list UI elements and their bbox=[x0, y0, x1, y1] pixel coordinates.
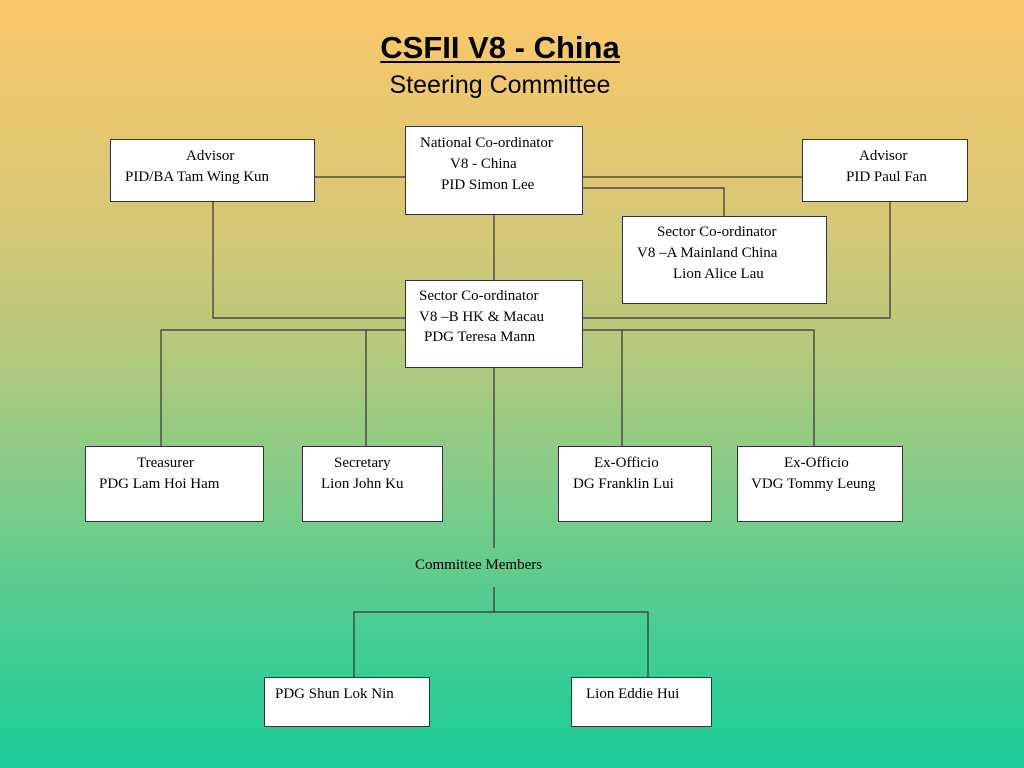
node-exofficio-1: Ex-Officio DG Franklin Lui bbox=[558, 446, 712, 522]
node-person: PDG Shun Lok Nin bbox=[275, 686, 394, 702]
node-person: PID/BA Tam Wing Kun bbox=[125, 169, 270, 185]
node-region: V8 - China bbox=[450, 156, 517, 172]
connector-advisor-left-sector-b bbox=[212, 202, 405, 319]
node-person: Lion John Ku bbox=[321, 476, 404, 492]
node-role: Advisor bbox=[186, 148, 235, 164]
node-exofficio-2: Ex-Officio VDG Tommy Leung bbox=[737, 446, 903, 522]
node-national-coordinator: National Co-ordinator V8 - China PID Sim… bbox=[405, 126, 583, 215]
node-person: PDG Lam Hoi Ham bbox=[99, 476, 220, 492]
node-advisor-right: Advisor PID Paul Fan bbox=[802, 139, 968, 202]
connector-sector-a bbox=[583, 187, 725, 216]
node-person: DG Franklin Lui bbox=[573, 476, 674, 492]
node-advisor-left: Advisor PID/BA Tam Wing Kun bbox=[110, 139, 315, 202]
connector-members-branch bbox=[353, 611, 649, 677]
node-person: Lion Eddie Hui bbox=[586, 686, 680, 702]
node-role: Sector Co-ordinator bbox=[419, 288, 539, 304]
node-role: National Co-ordinator bbox=[420, 135, 553, 151]
node-role: Ex-Officio bbox=[594, 455, 659, 471]
connector-advisor-right-sector-b bbox=[583, 202, 891, 319]
node-sector-a: Sector Co-ordinator V8 –A Mainland China… bbox=[622, 216, 827, 304]
node-sector-b: Sector Co-ordinator V8 –B HK & Macau PDG… bbox=[405, 280, 583, 368]
node-role: Advisor bbox=[859, 148, 908, 164]
node-role: Treasurer bbox=[137, 455, 194, 471]
node-member-1: PDG Shun Lok Nin bbox=[264, 677, 430, 727]
node-person: VDG Tommy Leung bbox=[751, 476, 876, 492]
connector-exofficio-2 bbox=[583, 329, 815, 446]
node-role: Secretary bbox=[334, 455, 391, 471]
slide-title: CSFII V8 - China bbox=[380, 30, 620, 65]
node-person: PID Simon Lee bbox=[441, 177, 535, 193]
node-region: V8 –A Mainland China bbox=[637, 245, 778, 261]
node-person: PID Paul Fan bbox=[846, 169, 927, 185]
connector-treasurer bbox=[160, 329, 405, 446]
node-member-2: Lion Eddie Hui bbox=[571, 677, 712, 727]
node-person: PDG Teresa Mann bbox=[424, 329, 536, 345]
node-treasurer: Treasurer PDG Lam Hoi Ham bbox=[85, 446, 264, 522]
slide-subtitle: Steering Committee bbox=[389, 71, 611, 99]
node-region: V8 –B HK & Macau bbox=[419, 309, 544, 325]
node-role: Ex-Officio bbox=[784, 455, 849, 471]
committee-members-label: Committee Members bbox=[415, 557, 543, 573]
node-secretary: Secretary Lion John Ku bbox=[302, 446, 443, 522]
node-person: Lion Alice Lau bbox=[673, 266, 764, 282]
node-role: Sector Co-ordinator bbox=[657, 224, 777, 240]
